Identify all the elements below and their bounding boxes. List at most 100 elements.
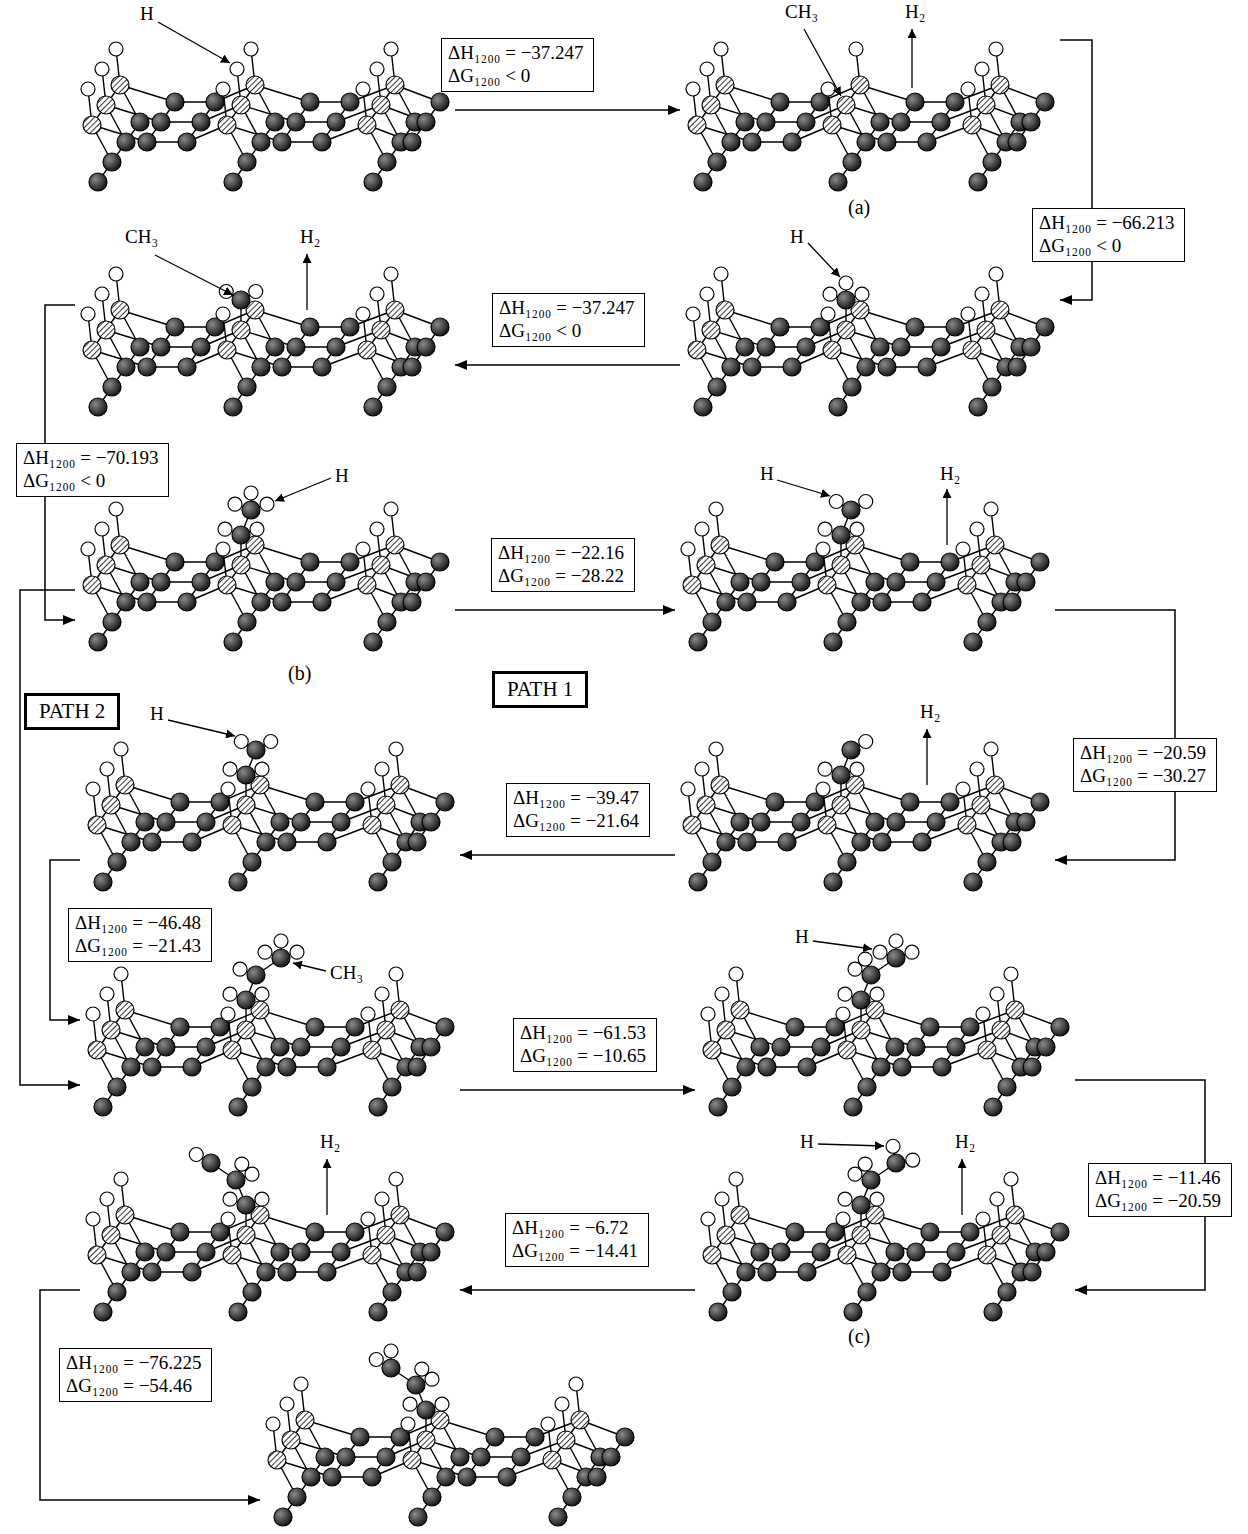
surface-atom: [358, 116, 376, 134]
hydrogen-atom: [389, 1172, 403, 1186]
hydrogen-atom: [294, 1377, 308, 1391]
surface-atom: [683, 816, 701, 834]
carbon-atom: [1036, 93, 1054, 111]
carbon-atom: [272, 949, 290, 967]
surface-atom: [986, 776, 1004, 794]
hydrogen-atom: [109, 502, 123, 516]
carbon-atom: [717, 833, 735, 851]
carbon-atom: [771, 318, 789, 336]
carbon-atom: [824, 633, 842, 651]
surface-atom: [417, 1431, 435, 1449]
structure-panel: H: [75, 0, 455, 195]
hydrogen-atom: [260, 497, 274, 511]
carbon-atom: [858, 1283, 876, 1301]
hydrogen-atom: [870, 1192, 884, 1206]
surface-atom: [88, 1246, 106, 1264]
surface-atom: [391, 1206, 409, 1224]
carbon-atom: [252, 358, 270, 376]
carbon-atom: [417, 113, 435, 131]
surface-atom: [246, 76, 264, 94]
surface-atom: [832, 796, 850, 814]
hydrogen-atom: [990, 1192, 1004, 1206]
carbon-atom: [227, 1171, 245, 1189]
energy-box: ΔH₁₂₀₀ = −37.247 ΔG₁₂₀₀ < 0: [492, 293, 645, 347]
structure-panel: H: [680, 225, 1060, 420]
carbon-atom: [1003, 833, 1021, 851]
hydrogen-atom: [961, 82, 975, 96]
hydrogen-atom: [370, 62, 384, 76]
carbon-atom: [486, 1428, 504, 1446]
hydrogen-atom: [100, 987, 114, 1001]
carbon-atom: [964, 633, 982, 651]
hydrogen-atom: [375, 762, 389, 776]
surface-atom: [838, 1246, 856, 1264]
surface-atom: [268, 1451, 286, 1469]
surface-atom: [386, 76, 404, 94]
carbon-atom: [364, 398, 382, 416]
carbon-atom: [852, 593, 870, 611]
hydrogen-atom: [701, 1007, 715, 1021]
surface-atom: [557, 1431, 575, 1449]
carbon-atom: [857, 133, 875, 151]
carbon-atom: [907, 1243, 925, 1261]
carbon-atom: [766, 793, 784, 811]
surface-atom: [823, 341, 841, 359]
carbon-atom: [157, 1243, 175, 1261]
carbon-atom: [257, 833, 275, 851]
carbon-atom: [844, 1098, 862, 1116]
carbon-atom: [183, 1263, 201, 1281]
carbon-atom: [94, 1098, 112, 1116]
carbon-atom: [512, 1448, 530, 1466]
hydrogen-atom: [838, 987, 852, 1001]
atom-label: H₂: [300, 227, 320, 248]
carbon-atom: [274, 1508, 292, 1526]
carbon-atom: [138, 133, 156, 151]
release-arrow: [326, 1159, 327, 1215]
carbon-atom: [143, 1058, 161, 1076]
carbon-atom: [306, 793, 324, 811]
surface-atom: [282, 1431, 300, 1449]
surface-atom: [218, 341, 236, 359]
hydrogen-atom: [403, 1397, 417, 1411]
carbon-atom: [192, 573, 210, 591]
hydrogen-atom: [541, 1417, 555, 1431]
surface-atom: [111, 76, 129, 94]
carbon-atom: [873, 833, 891, 851]
hydrogen-atom: [356, 542, 370, 556]
surface-atom: [958, 576, 976, 594]
carbon-atom: [792, 813, 810, 831]
hydrogen-atom: [86, 1007, 100, 1021]
carbon-atom: [247, 966, 265, 984]
surface-atom: [83, 116, 101, 134]
carbon-atom: [947, 1243, 965, 1261]
carbon-atom: [737, 1263, 755, 1281]
atom-label: H: [795, 927, 809, 948]
carbon-atom: [229, 1303, 247, 1321]
carbon-atom: [751, 1038, 769, 1056]
carbon-atom: [1036, 318, 1054, 336]
carbon-atom: [913, 833, 931, 851]
carbon-atom: [1023, 1263, 1041, 1281]
carbon-atom: [108, 853, 126, 871]
carbon-atom: [451, 1448, 469, 1466]
hydrogen-atom: [859, 735, 873, 749]
carbon-atom: [378, 378, 396, 396]
energy-box: ΔH₁₂₀₀ = −76.225 ΔG₁₂₀₀ = −54.46: [59, 1348, 212, 1402]
carbon-atom: [722, 358, 740, 376]
carbon-atom: [301, 553, 319, 571]
carbon-atom: [723, 1078, 741, 1096]
surface-atom: [977, 321, 995, 339]
carbon-atom: [94, 873, 112, 891]
carbon-atom: [549, 1508, 567, 1526]
carbon-atom: [292, 813, 310, 831]
carbon-atom: [893, 1263, 911, 1281]
carbon-atom: [1022, 338, 1040, 356]
carbon-atom: [171, 1223, 189, 1241]
carbon-atom: [983, 153, 1001, 171]
carbon-atom: [978, 613, 996, 631]
carbon-atom: [292, 1038, 310, 1056]
carbon-atom: [887, 949, 905, 967]
panel-label: (b): [288, 662, 311, 684]
hydrogen-atom: [370, 522, 384, 536]
hydrogen-atom: [234, 735, 248, 749]
